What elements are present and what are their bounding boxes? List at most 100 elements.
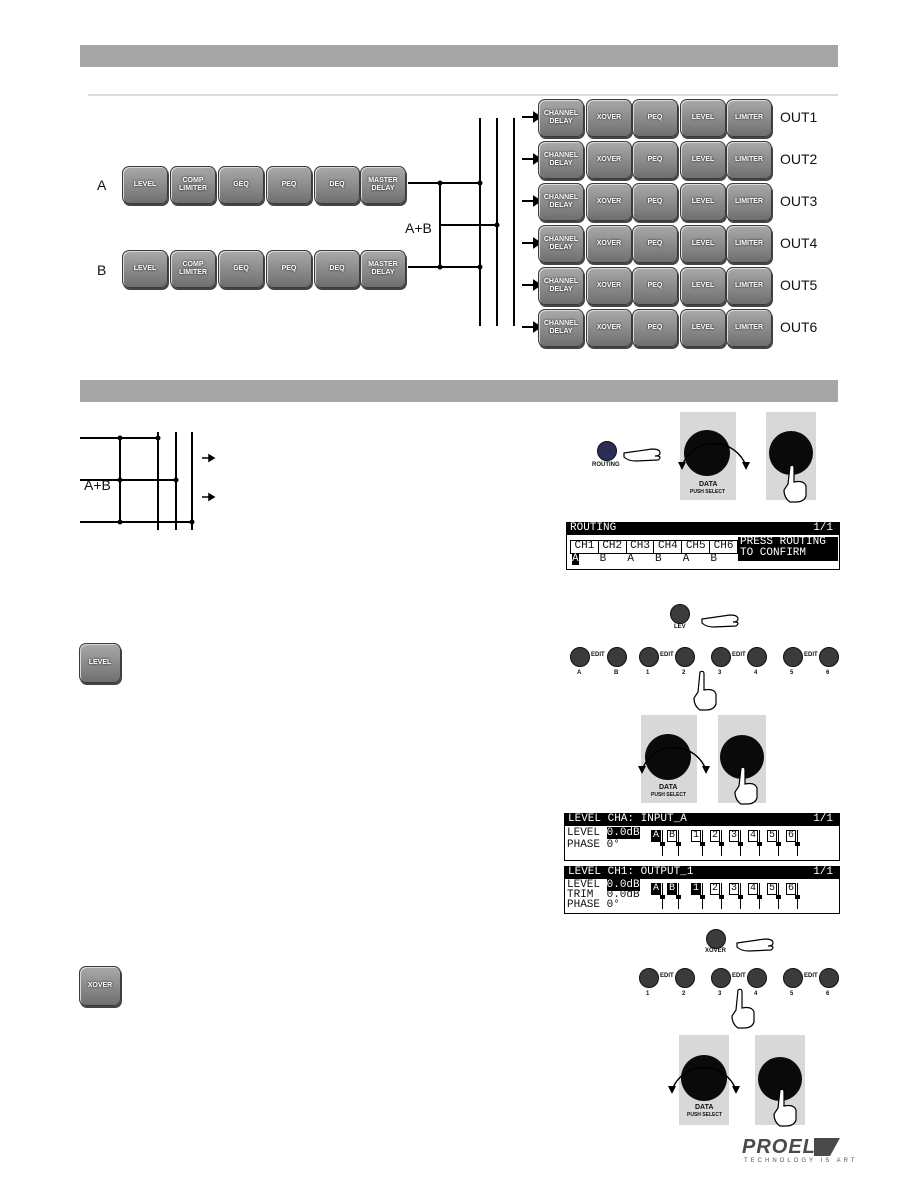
level-edit-label: EDIT <box>732 652 746 658</box>
strip-fader-cap <box>738 842 743 846</box>
routing-assign-cell[interactable]: B <box>655 553 662 565</box>
out-block-label: LEVEL <box>691 324 715 331</box>
strip-fader-cap <box>738 895 743 899</box>
xover-data-knob[interactable] <box>681 1055 727 1101</box>
level-button-label: 5 <box>790 670 794 676</box>
strip-fader-cap <box>660 842 665 846</box>
out6-block-1: CHANNEL DELAY <box>538 309 584 347</box>
strip-channel-6: 6 <box>786 883 797 895</box>
out6-block-5: LIMITER <box>726 309 772 347</box>
level-button-6[interactable] <box>819 647 839 667</box>
level-button-4[interactable] <box>747 647 767 667</box>
xover-button-6[interactable] <box>819 968 839 988</box>
out-block-label: LEVEL <box>691 114 715 121</box>
strip-channel-4: 4 <box>748 830 759 842</box>
xover-edit-label: EDIT <box>732 973 746 979</box>
xover-button-3[interactable] <box>711 968 731 988</box>
brand-tagline: TECHNOLOGY IS ART <box>744 1158 858 1164</box>
rotate-arrow-icon <box>668 1066 740 1094</box>
out4-block-2: XOVER <box>586 225 632 263</box>
level-button-2[interactable] <box>675 647 695 667</box>
routing-sum-label: A+B <box>84 477 111 493</box>
out2-block-3: PEQ <box>632 141 678 179</box>
level-button-label: 1 <box>646 670 650 676</box>
xover-button-label: 1 <box>646 991 650 997</box>
routing-message-line2: TO CONFIRM <box>740 547 807 559</box>
routing-channel-cell: CH4 <box>653 541 681 553</box>
output-label: OUT5 <box>780 277 818 293</box>
level-button-a[interactable] <box>570 647 590 667</box>
routing-assign-cell[interactable]: A <box>572 553 579 565</box>
out5-block-4: LEVEL <box>680 267 726 305</box>
input-b-label: B <box>97 262 107 278</box>
strip-channel-2: 2 <box>710 883 721 895</box>
hand-press-icon <box>783 464 807 503</box>
strip-fader-cap <box>776 842 781 846</box>
level-data-label: DATA <box>659 784 678 791</box>
routing-channel-cell: CH3 <box>625 541 654 553</box>
level-button-1[interactable] <box>639 647 659 667</box>
out5-block-1: CHANNEL DELAY <box>538 267 584 305</box>
level-output-lcd-title: LEVEL CH1: OUTPUT_1 <box>568 866 694 878</box>
out3-block-3: PEQ <box>632 183 678 221</box>
level-input-line1: LEVEL 0.0dB <box>567 827 640 839</box>
xover-button-1[interactable] <box>639 968 659 988</box>
out-block-label: LIMITER <box>735 240 763 247</box>
routing-assign-cell[interactable]: B <box>710 553 717 565</box>
strip-channel-a: A <box>651 883 662 895</box>
level-button-3[interactable] <box>711 647 731 667</box>
push-select-label: PUSH SELECT <box>690 489 726 495</box>
level-button-label: B <box>614 670 619 676</box>
strip-fader-cap <box>676 842 681 846</box>
level-button-b[interactable] <box>607 647 627 667</box>
xover-button-5[interactable] <box>783 968 803 988</box>
out-block-label: LEVEL <box>691 198 715 205</box>
level-button-label: A <box>577 670 582 676</box>
strip-channel-a: A <box>651 830 662 842</box>
level-button-5[interactable] <box>783 647 803 667</box>
input-b-deq-block: DEQ <box>314 250 360 288</box>
out-block-label: LIMITER <box>735 156 763 163</box>
output-label: OUT6 <box>780 319 818 335</box>
input-b-master-delay-block: MASTER DELAY <box>360 250 406 288</box>
hand-pointer-icon <box>701 614 739 628</box>
strip-fader-cap <box>676 895 681 899</box>
input-a-comp-limiter-label: COMP LIMITER <box>179 177 207 192</box>
xover-button[interactable] <box>706 929 726 949</box>
hand-press-icon <box>773 1088 797 1127</box>
out5-block-2: XOVER <box>586 267 632 305</box>
out4-block-1: CHANNEL DELAY <box>538 225 584 263</box>
level-data-knob[interactable] <box>645 734 691 780</box>
strip-channel-2: 2 <box>710 830 721 842</box>
xover-button-2[interactable] <box>675 968 695 988</box>
data-knob[interactable] <box>684 430 730 476</box>
out2-block-2: XOVER <box>586 141 632 179</box>
routing-assign-cell[interactable]: A <box>627 553 634 565</box>
level-output-lcd-page: 1/1 <box>813 866 833 878</box>
hand-pointer-icon <box>623 448 661 462</box>
routing-channel-cell: CH1 <box>574 540 595 552</box>
routing-assign-cell[interactable]: A <box>682 553 690 565</box>
routing-assign-cell[interactable]: B <box>599 553 607 565</box>
out6-block-2: XOVER <box>586 309 632 347</box>
level-output-line3: PHASE 0° <box>567 899 620 911</box>
out-block-label: PEQ <box>647 282 663 289</box>
level-block-icon: LEVEL <box>79 643 121 683</box>
routing-message: PRESS ROUTING TO CONFIRM <box>738 537 838 561</box>
input-a-deq-block: DEQ <box>314 166 360 204</box>
routing-button[interactable] <box>597 441 617 461</box>
level-input-line2: PHASE 0° <box>567 839 620 851</box>
input-b-level-block: LEVEL <box>122 250 168 288</box>
lev-button[interactable] <box>670 604 690 624</box>
data-label: DATA <box>699 481 718 488</box>
out2-block-5: LIMITER <box>726 141 772 179</box>
sum-label: A+B <box>405 220 432 236</box>
level-button-label: 3 <box>718 670 722 676</box>
input-a-master-delay-block: MASTER DELAY <box>360 166 406 204</box>
out-block-label: XOVER <box>596 282 622 289</box>
strip-fader-cap <box>795 895 800 899</box>
xover-button-4[interactable] <box>747 968 767 988</box>
level-input-lcd-title: LEVEL CHA: INPUT_A <box>568 813 687 825</box>
